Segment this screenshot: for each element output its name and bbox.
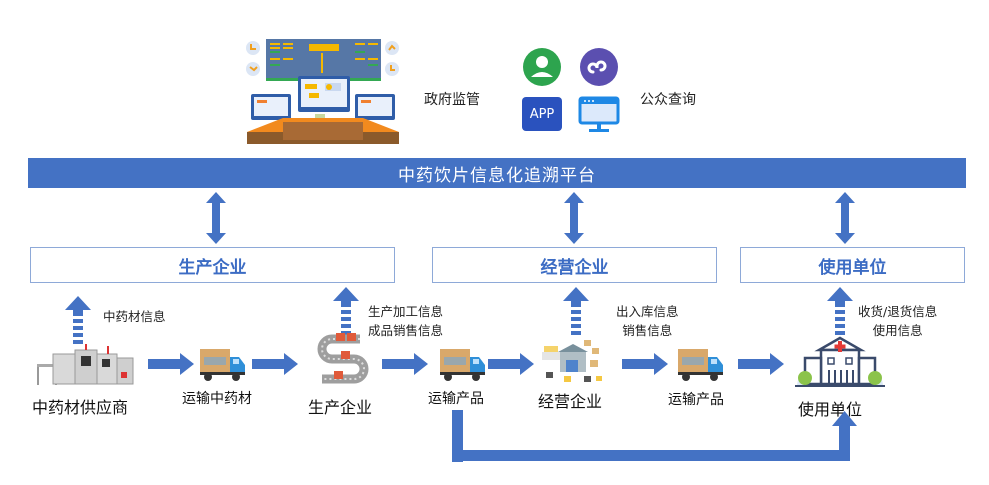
node-label-transport1: 运输中药材 bbox=[182, 391, 252, 407]
upload-arrow-user bbox=[827, 287, 853, 335]
wechat-official-account-icon[interactable] bbox=[522, 47, 562, 87]
app-icon[interactable]: APP bbox=[522, 97, 562, 131]
mini-program-icon[interactable] bbox=[579, 47, 619, 87]
upload-arrow-supplier bbox=[65, 296, 91, 344]
flow-arrow-6 bbox=[738, 353, 784, 375]
public-query-label: 公众查询 bbox=[640, 92, 696, 108]
app-icon-text: APP bbox=[529, 106, 555, 122]
double-arrow-user bbox=[835, 192, 855, 244]
traceability-platform-bar: 中药饮片信息化追溯平台 bbox=[28, 158, 966, 188]
node-label-producer: 生产企业 bbox=[308, 398, 373, 417]
government-monitoring-illustration bbox=[243, 36, 403, 144]
platform-title: 中药饮片信息化追溯平台 bbox=[398, 165, 596, 186]
entity-label-producer: 生产企业 bbox=[178, 257, 247, 278]
delivery-truck-icon bbox=[440, 349, 485, 381]
info-label-supplier: 中药材信息 bbox=[103, 309, 166, 324]
flow-arrow-4 bbox=[488, 353, 534, 375]
delivery-truck-icon bbox=[678, 349, 723, 381]
public-query-icons: APP bbox=[522, 47, 622, 137]
double-arrow-distributor bbox=[564, 192, 584, 244]
info-label-producer: 生产加工信息 成品销售信息 bbox=[368, 304, 444, 338]
upload-arrow-distributor bbox=[563, 287, 589, 335]
info-label-distributor: 出入库信息 销售信息 bbox=[616, 304, 679, 338]
government-supervision-label: 政府监管 bbox=[424, 92, 480, 108]
upload-arrow-producer bbox=[333, 287, 359, 335]
monitoring-center-icon bbox=[246, 39, 399, 144]
node-label-supplier: 中药材供应商 bbox=[32, 398, 129, 417]
factory-machine-icon bbox=[37, 344, 134, 385]
entity-label-distributor: 经营企业 bbox=[540, 257, 609, 278]
computer-monitor-icon[interactable] bbox=[578, 96, 620, 134]
entity-box-user: 使用单位 bbox=[740, 247, 965, 283]
hospital-icon bbox=[795, 336, 885, 387]
flow-arrow-1 bbox=[148, 353, 194, 375]
entity-label-user: 使用单位 bbox=[818, 257, 887, 278]
entity-box-distributor: 经营企业 bbox=[432, 247, 717, 283]
node-label-transport3: 运输产品 bbox=[668, 392, 724, 408]
flow-arrow-2 bbox=[252, 353, 298, 375]
double-arrow-producer bbox=[206, 192, 226, 244]
warehouse-icon bbox=[542, 340, 602, 382]
flow-arrow-3 bbox=[382, 353, 428, 375]
conveyor-belt-icon bbox=[317, 333, 369, 384]
node-label-distributor: 经营企业 bbox=[538, 392, 603, 411]
flow-arrow-5 bbox=[622, 353, 668, 375]
bypass-arrow bbox=[452, 410, 857, 462]
entity-box-producer: 生产企业 bbox=[30, 247, 395, 283]
node-label-transport2: 运输产品 bbox=[428, 391, 484, 407]
delivery-truck-icon bbox=[200, 349, 245, 381]
info-label-user: 收货/退货信息 使用信息 bbox=[858, 304, 938, 338]
